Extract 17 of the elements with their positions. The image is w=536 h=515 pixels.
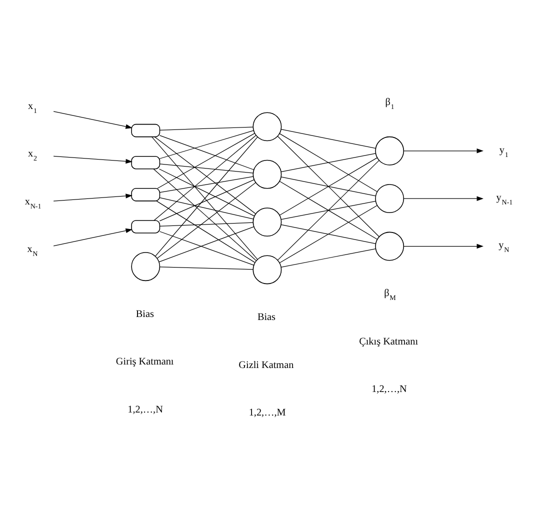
node-text: x$_{1}$ [28, 100, 37, 114]
label: β$_{M}$ [384, 287, 396, 302]
label: 1,2,…,N [128, 404, 163, 415]
label: Giriş Katmanı [116, 356, 174, 368]
node-text: y$_{N}$ [498, 240, 510, 254]
node-text: x$_{2}$ [28, 148, 37, 162]
node-text: x$_{N-1}$ [24, 196, 42, 210]
label: Bias [257, 312, 276, 323]
node-text: y$_{N-1}$ [496, 192, 513, 206]
label: Bias [136, 308, 154, 320]
label: 1,2,…,N [372, 384, 407, 395]
label: β$_{1}$ [385, 96, 394, 111]
label: 1,2,…,M [248, 406, 286, 418]
node-text: x$_{N}$ [27, 244, 38, 258]
node-text: y$_{1}$ [499, 144, 508, 158]
label: Çıkış Katmanı [359, 336, 418, 347]
label: Gizli Katman [238, 359, 294, 370]
